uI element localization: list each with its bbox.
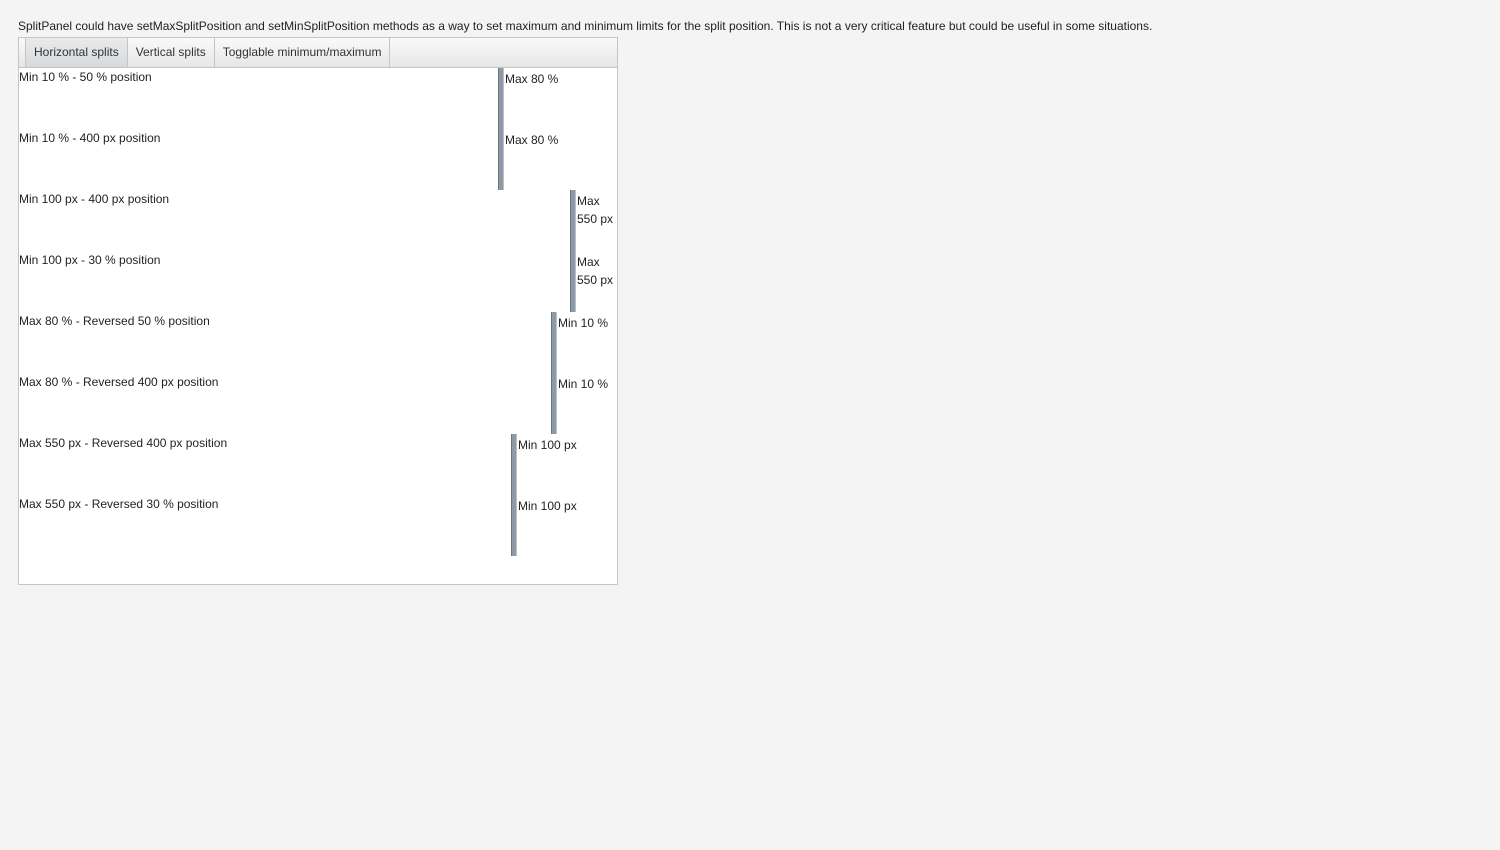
split-first-label: Min 10 % - 400 px position xyxy=(19,131,161,145)
split-row: Min 100 px - 400 px position Max 550 px xyxy=(19,190,617,251)
split-second-label: Min 10 % xyxy=(558,316,609,330)
split-first-label: Max 550 px - Reversed 30 % position xyxy=(19,497,219,511)
split-row: Max 550 px - Reversed 400 px position Mi… xyxy=(19,434,617,495)
tab-vertical-splits[interactable]: Vertical splits xyxy=(128,38,215,67)
split-first-label: Max 80 % - Reversed 50 % position xyxy=(19,314,210,328)
split-second-label: Min 100 px xyxy=(518,438,577,452)
split-row: Min 100 px - 30 % position Max 550 px xyxy=(19,251,617,312)
split-row: Max 80 % - Reversed 400 px position Min … xyxy=(19,373,617,434)
split-panel: Min 100 px - 400 px position Max 550 px … xyxy=(19,190,617,312)
split-first-label: Min 100 px - 400 px position xyxy=(19,192,170,206)
split-second-label: Min 10 % xyxy=(558,377,609,391)
split-second-label: Max 550 px xyxy=(577,194,614,226)
tabsheet: Horizontal splits Vertical splits Toggla… xyxy=(18,37,618,585)
split-second-label: Min 100 px xyxy=(518,499,577,513)
split-first-label: Max 80 % - Reversed 400 px position xyxy=(19,375,219,389)
split-first-label: Min 10 % - 50 % position xyxy=(19,70,152,84)
splitter-handle[interactable] xyxy=(511,434,517,556)
split-row: Max 550 px - Reversed 30 % position Min … xyxy=(19,495,617,556)
split-second-label: Max 80 % xyxy=(505,133,559,147)
split-second-label: Max 550 px xyxy=(577,255,614,287)
splitter-handle[interactable] xyxy=(498,68,504,190)
tab-content: Min 10 % - 50 % position Max 80 % Min 10… xyxy=(19,68,617,584)
tab-togglable-minimum-maximum[interactable]: Togglable minimum/maximum xyxy=(215,38,391,67)
split-panel: Max 550 px - Reversed 400 px position Mi… xyxy=(19,434,617,556)
split-row: Min 10 % - 400 px position Max 80 % xyxy=(19,129,617,190)
split-panel: Max 80 % - Reversed 50 % position Min 10… xyxy=(19,312,617,434)
splitter-handle[interactable] xyxy=(570,190,576,312)
split-second-label: Max 80 % xyxy=(505,72,559,86)
description-text: SplitPanel could have setMaxSplitPositio… xyxy=(18,19,1153,33)
split-panel: Min 10 % - 50 % position Max 80 % Min 10… xyxy=(19,68,617,190)
split-row: Min 10 % - 50 % position Max 80 % xyxy=(19,68,617,129)
split-first-label: Max 550 px - Reversed 400 px position xyxy=(19,436,228,450)
split-row: Max 80 % - Reversed 50 % position Min 10… xyxy=(19,312,617,373)
split-first-label: Min 100 px - 30 % position xyxy=(19,253,161,267)
splitter-handle[interactable] xyxy=(551,312,557,434)
tab-bar: Horizontal splits Vertical splits Toggla… xyxy=(19,38,617,68)
tab-horizontal-splits[interactable]: Horizontal splits xyxy=(25,38,128,67)
